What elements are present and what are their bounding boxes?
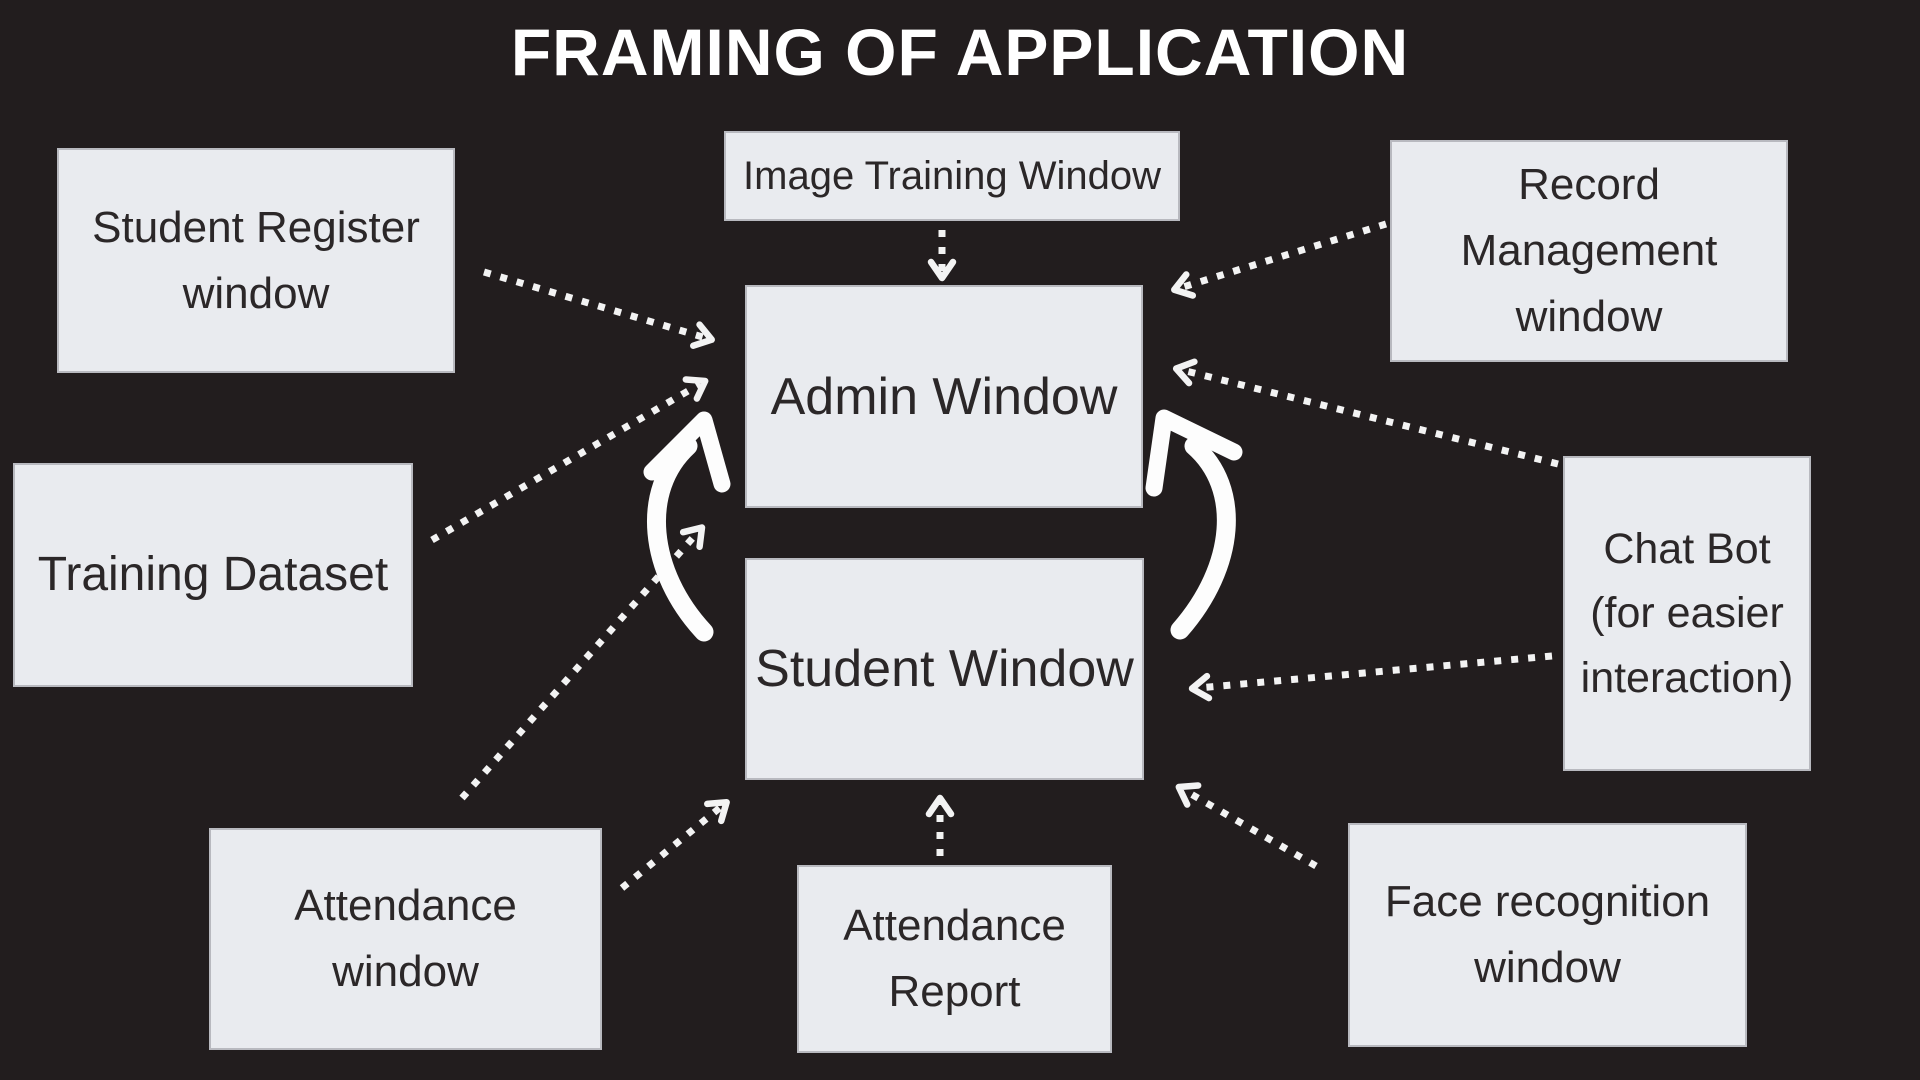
arrow-attendance-window-to-student <box>619 798 730 891</box>
node-training-dataset: Training Dataset <box>13 463 413 687</box>
node-record-management-window: Record Management window <box>1390 140 1788 362</box>
node-attendance-window: Attendance window <box>209 828 602 1050</box>
node-label: Student Register window <box>92 202 420 318</box>
arrow-face-recognition-to-student <box>1175 782 1318 870</box>
node-chat-bot: Chat Bot (for easier interaction) <box>1563 456 1811 771</box>
node-admin-window: Admin Window <box>745 285 1143 508</box>
node-label: Student Window <box>755 640 1134 698</box>
node-label: Record Management window <box>1460 160 1718 341</box>
arrow-chat-bot-to-student <box>1188 652 1553 702</box>
node-student-register-window: Student Register window <box>57 148 455 373</box>
node-label: Attendance Report <box>843 901 1066 1016</box>
curved-up-arrow-left <box>643 411 731 642</box>
node-student-window: Student Window <box>745 558 1144 780</box>
node-face-recognition-window: Face recognition window <box>1348 823 1747 1047</box>
curved-up-arrow-right <box>1145 409 1243 640</box>
arrow-student-register-to-admin <box>483 268 716 349</box>
arrow-chat-bot-to-admin <box>1172 358 1559 468</box>
arrow-attendance-window-to-admin <box>459 524 706 801</box>
node-image-training-window: Image Training Window <box>724 131 1180 221</box>
arrow-training-dataset-to-admin <box>430 376 709 544</box>
node-label: Face recognition window <box>1384 877 1711 992</box>
node-label: Training Dataset <box>37 548 389 601</box>
diagram-title: FRAMING OF APPLICATION <box>510 15 1410 89</box>
node-label: Chat Bot (for easier interaction) <box>1580 524 1794 702</box>
arrow-record-management-to-admin <box>1171 220 1388 299</box>
node-label: Image Training Window <box>743 154 1161 198</box>
node-attendance-report: Attendance Report <box>797 865 1112 1053</box>
node-label: Admin Window <box>770 367 1118 426</box>
node-label: Attendance window <box>294 881 517 996</box>
